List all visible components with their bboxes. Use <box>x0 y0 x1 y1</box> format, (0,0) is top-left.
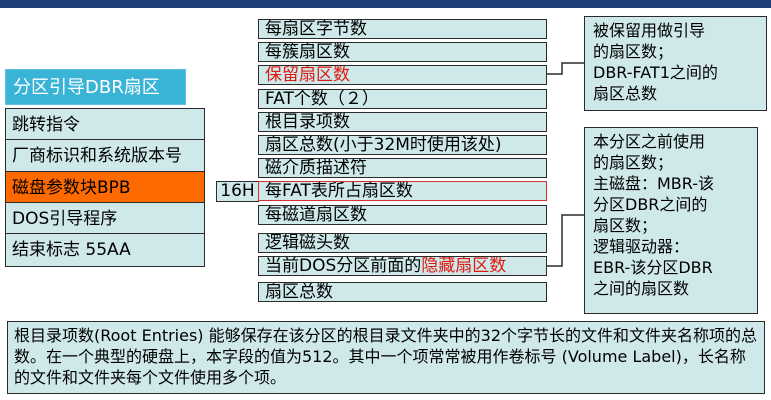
note-hidden-sectors: 本分区之前使用 的扇区数； 主磁盘：MBR-该 分区DBR之间的 扇区数； 逻辑… <box>584 127 758 314</box>
offset-label: 16H <box>216 181 259 202</box>
dbr-item-boot-code: DOS引导程序 <box>5 202 205 236</box>
dbr-title: 分区引导DBR扇区 <box>5 69 186 105</box>
note-reserved-sectors: 被保留用做引导 的扇区数； DBR-FAT1之间的 扇区总数 <box>584 16 767 111</box>
bpb-hidden-sectors-prefix: 当前DOS分区前面的 <box>265 256 422 276</box>
bpb-media-descriptor: 磁介质描述符 <box>258 158 547 178</box>
bpb-hidden-sectors: 当前DOS分区前面的隐藏扇区数 <box>258 256 547 276</box>
bpb-reserved-sectors-label: 保留扇区数 <box>265 65 350 85</box>
connector-reserved-sectors <box>547 62 584 75</box>
connector-hidden-sectors <box>547 214 584 267</box>
dbr-item-bpb: 磁盘参数块BPB <box>5 171 205 205</box>
bpb-sectors-per-fat: 每FAT表所占扇区数 <box>258 181 547 201</box>
dbr-item-oem-id: 厂商标识和系统版本号 <box>5 139 205 173</box>
bpb-fat-count: FAT个数（２） <box>258 89 547 109</box>
bpb-bytes-per-sector: 每扇区字节数 <box>258 19 547 39</box>
bpb-sectors-per-track: 每磁道扇区数 <box>258 205 547 225</box>
bpb-large-sectors: 扇区总数 <box>258 282 547 302</box>
bpb-root-entries: 根目录项数 <box>258 112 547 132</box>
top-bar <box>0 0 771 8</box>
bpb-sectors-per-cluster: 每簇扇区数 <box>258 42 547 62</box>
root-entries-explanation: 根目录项数(Root Entries) 能够保存在该分区的根目录文件夹中的32个… <box>7 321 765 394</box>
bpb-heads: 逻辑磁头数 <box>258 233 547 253</box>
bpb-hidden-sectors-red: 隐藏扇区数 <box>421 256 507 276</box>
bpb-reserved-sectors: 保留扇区数 <box>258 65 547 85</box>
bpb-small-sectors: 扇区总数(小于32M时使用该处) <box>258 135 547 155</box>
dbr-item-end-signature: 结束标志 55AA <box>5 233 205 267</box>
